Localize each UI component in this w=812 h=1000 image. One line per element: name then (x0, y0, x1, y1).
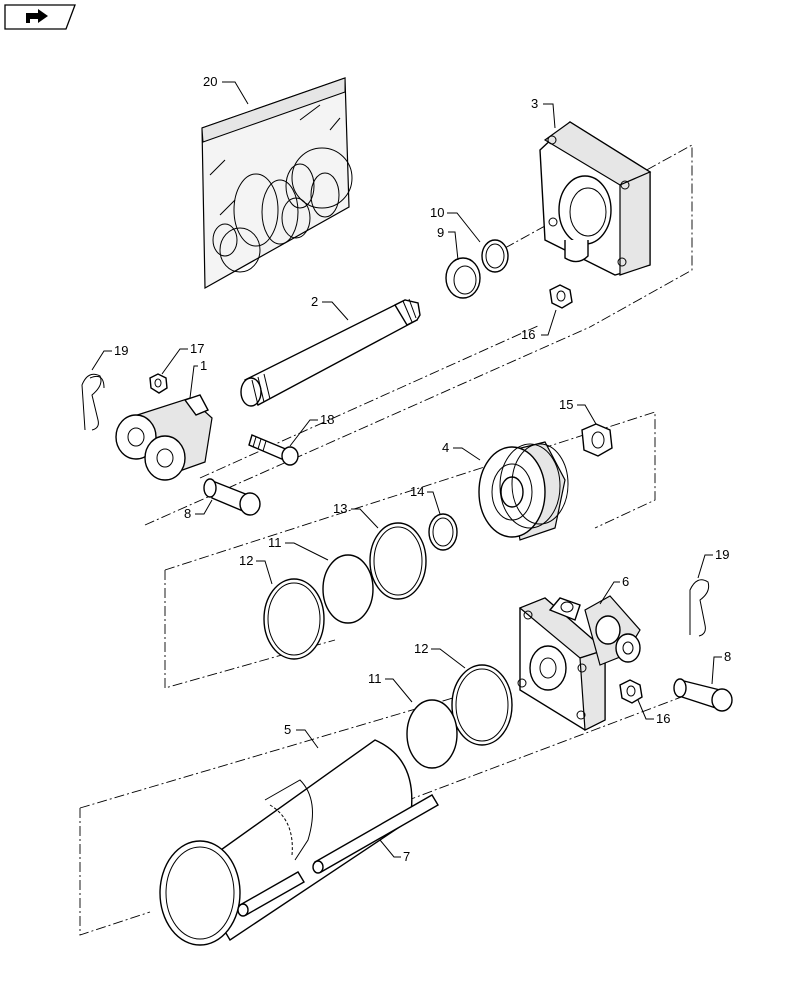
callout-14: 14 (410, 484, 424, 499)
ring-lower (451, 664, 513, 746)
callout-16-top: 16 (521, 327, 535, 342)
callout-5: 5 (284, 722, 291, 737)
rod-seal (481, 239, 509, 273)
seal-kit-bag (201, 77, 353, 290)
piston-nut (581, 423, 613, 457)
callout-3: 3 (531, 96, 538, 111)
callout-leaders (91, 81, 722, 858)
callout-4: 4 (442, 440, 449, 455)
callout-19-right: 19 (715, 547, 729, 562)
callout-9: 9 (437, 225, 444, 240)
hex-nut-lower (619, 679, 643, 704)
callout-18: 18 (320, 412, 334, 427)
piston-rod (240, 298, 421, 407)
back-button[interactable] (4, 4, 76, 30)
backup-ring (369, 522, 427, 600)
hair-pin-clip-left (81, 373, 105, 431)
callout-8-right: 8 (724, 649, 731, 664)
clevis (115, 394, 213, 481)
callout-1: 1 (200, 358, 207, 373)
clevis-pin-right (673, 678, 733, 712)
return-arrow-icon (4, 4, 76, 30)
callout-15: 15 (559, 397, 573, 412)
base-end-cap (517, 595, 641, 731)
piston-o-ring (428, 513, 458, 551)
ring-upper (263, 578, 325, 660)
small-hex-nut (149, 373, 168, 394)
callout-10: 10 (430, 205, 444, 220)
cylinder-barrel (159, 739, 413, 946)
cap-screw (248, 434, 299, 466)
hair-pin-clip-right (689, 579, 710, 637)
rod-end-cap (539, 121, 652, 276)
clevis-pin-left (203, 478, 261, 516)
callout-17: 17 (190, 341, 204, 356)
tie-rods (237, 794, 439, 917)
callout-11-lower: 11 (368, 671, 382, 686)
callout-20: 20 (203, 74, 217, 89)
callout-6: 6 (622, 574, 629, 589)
hex-nut-top (549, 284, 573, 309)
callout-19-left: 19 (114, 343, 128, 358)
callout-7: 7 (403, 849, 410, 864)
callout-11-upper: 11 (268, 535, 282, 550)
o-ring-lower (406, 699, 458, 769)
callout-8-left: 8 (184, 506, 191, 521)
callout-16-lower: 16 (656, 711, 670, 726)
callout-13: 13 (333, 501, 347, 516)
callout-12-lower: 12 (414, 641, 428, 656)
callout-2: 2 (311, 294, 318, 309)
wiper-seal (445, 257, 481, 299)
callout-12-upper: 12 (239, 553, 253, 568)
piston (478, 441, 569, 541)
o-ring-upper (322, 554, 374, 624)
